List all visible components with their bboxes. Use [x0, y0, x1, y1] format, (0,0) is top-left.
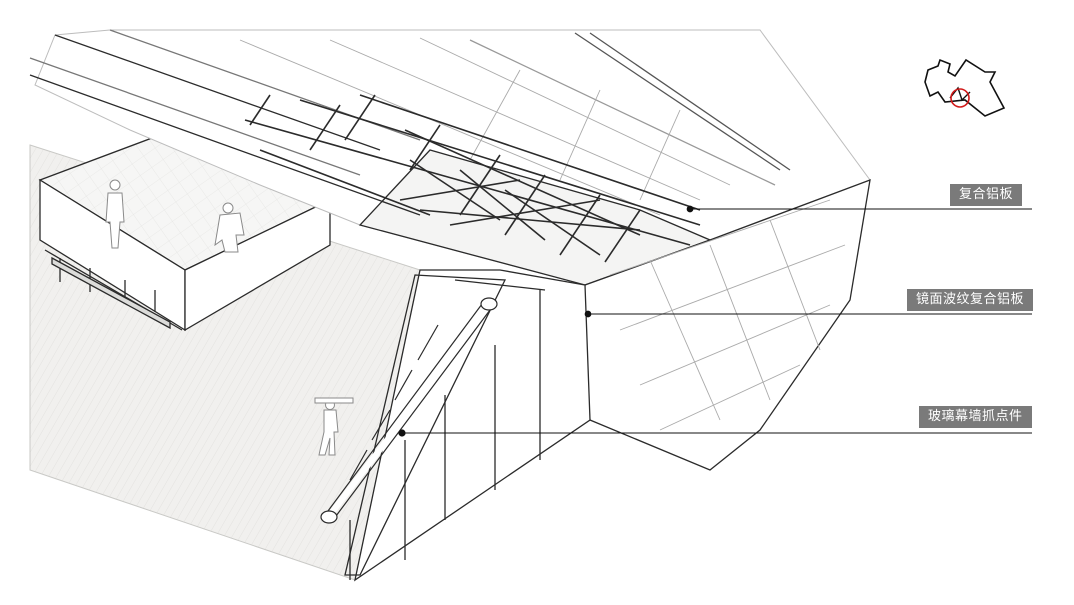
location-marker-icon — [950, 88, 970, 108]
person-standing-figure — [105, 179, 125, 249]
callout-composite-aluminum-panel: 复合铝板 — [950, 184, 1023, 206]
roof-canopy — [29, 29, 871, 471]
cladding-panel-lines — [239, 37, 846, 431]
human-figures — [105, 179, 354, 456]
steel-truss — [244, 94, 701, 263]
callout-mirror-corrugated-panel: 镜面波纹复合铝板 — [907, 289, 1034, 311]
leader-lines — [398, 205, 1032, 437]
callout-glazing-point-fitting: 玻璃幕墙抓点件 — [919, 406, 1032, 428]
person-kneeling-figure — [214, 202, 245, 253]
key-plan-icon — [924, 58, 1006, 117]
person-carrying-figure — [314, 397, 354, 456]
glass-curtain-wall — [344, 269, 591, 582]
